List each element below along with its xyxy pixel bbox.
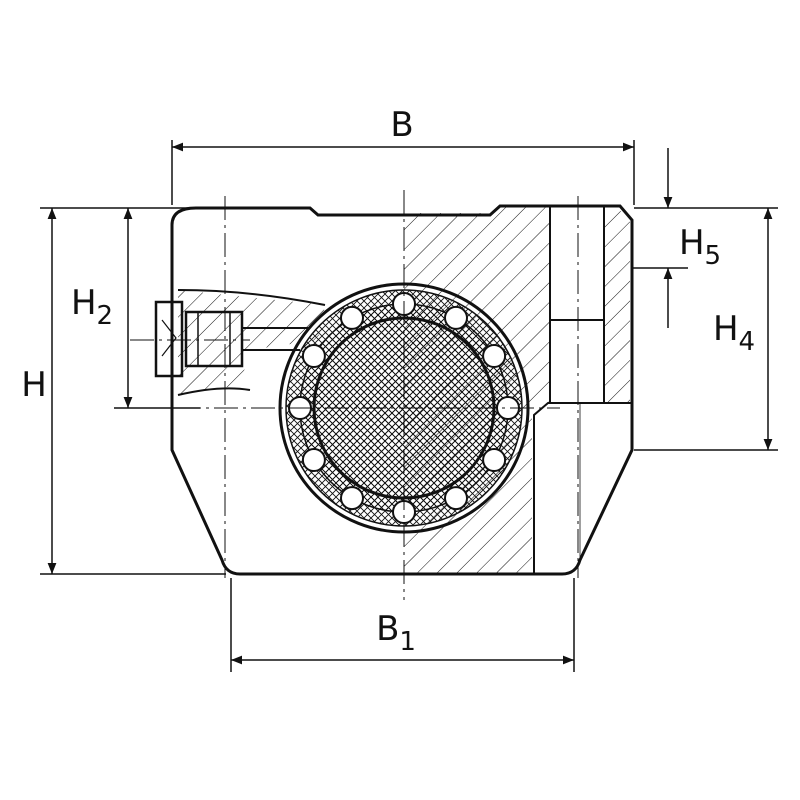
label-h5: H5 [679, 223, 721, 271]
dimension-b: B [171, 105, 635, 205]
label-h4: H4 [713, 309, 755, 357]
dimension-b1: B1 [230, 578, 575, 672]
dimension-h5: H5 [632, 148, 721, 328]
label-h: H [21, 365, 47, 405]
bearing-ball [482, 448, 507, 472]
bearing-ball [444, 305, 468, 330]
bearing-ball [301, 448, 326, 472]
housing-outline [170, 204, 634, 576]
set-screw-body [184, 310, 244, 368]
label-h2: H2 [71, 283, 113, 331]
dimension-h2: H2 [71, 208, 200, 409]
bearing-ball [340, 486, 364, 511]
housing-left-section-hatch [178, 290, 325, 395]
centre-lines [130, 190, 579, 600]
bearing-ball [444, 486, 468, 511]
bearing-ball [482, 344, 507, 368]
bearing-ball [340, 305, 364, 330]
dimension-h: H [21, 207, 226, 575]
dimension-h4: H4 [634, 207, 778, 451]
label-b1: B1 [376, 609, 416, 657]
housing-right-wall-hatch [604, 208, 630, 403]
label-b: B [390, 105, 413, 145]
set-screw-head [154, 300, 184, 378]
bearing-ball [301, 344, 326, 368]
